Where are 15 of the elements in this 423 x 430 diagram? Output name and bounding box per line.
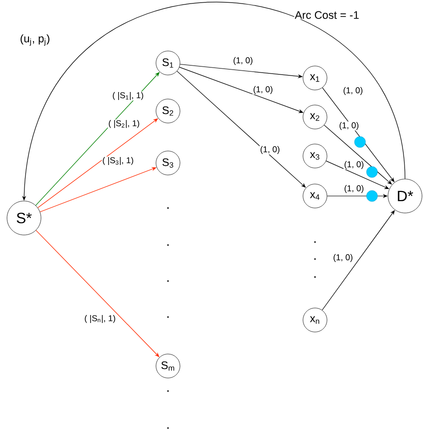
edge-label: (1, 0): [338, 122, 360, 130]
edge-label: (1, 0): [344, 160, 364, 170]
edge-label: (1, 0): [342, 86, 364, 96]
arrow: [176, 70, 306, 188]
edge-label: (1, 0): [260, 146, 280, 154]
edge-label: Arc Cost = -1: [294, 10, 360, 20]
flow-label: (u$_{j}$, p$_{j}$): [20, 34, 50, 46]
edge-label: ( |S$_{2}$|, 1): [108, 120, 140, 128]
edge-label: (1, 0): [344, 184, 364, 194]
edge-label: ( |S$_{3}$|, 1): [102, 156, 134, 166]
edge-label: (1, 0): [252, 86, 274, 94]
edge-label: (1, 0): [332, 254, 354, 262]
edge-label: (1, 0): [232, 56, 254, 66]
edge-label: ( |S$_{1}$|, 1): [112, 92, 144, 100]
edge-label: ( |S$_{n}$|, 1): [84, 314, 116, 324]
